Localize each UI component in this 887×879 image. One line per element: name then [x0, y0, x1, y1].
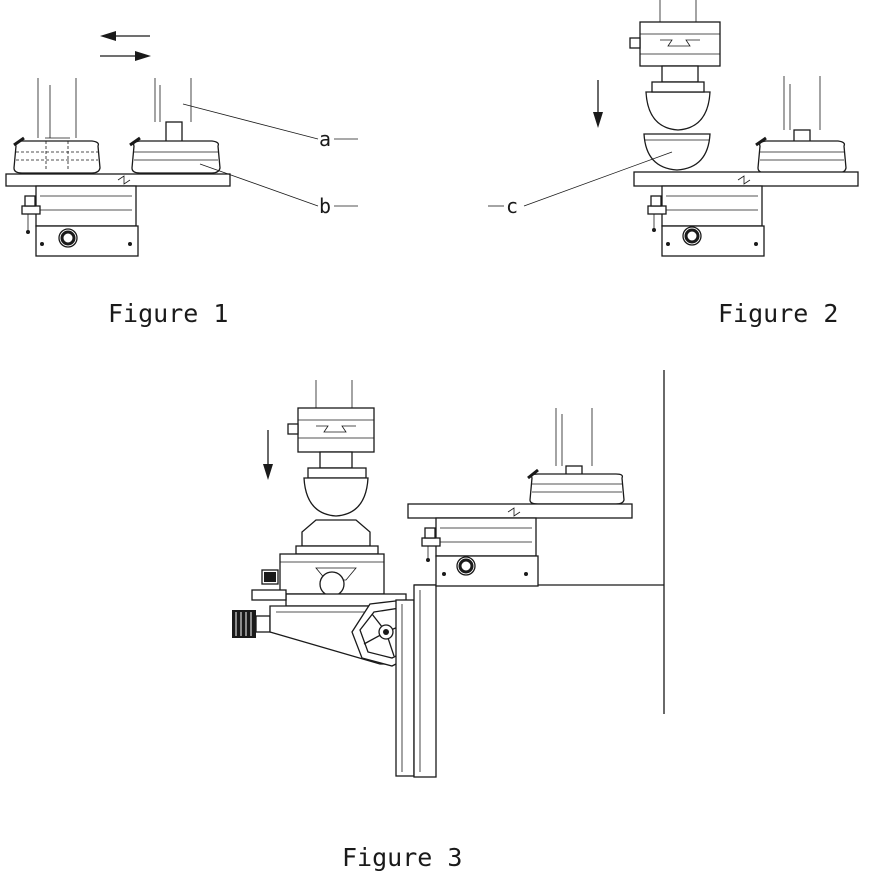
figure-2-caption: Figure 2 — [718, 299, 838, 328]
vertical-column — [395, 584, 437, 778]
spindle-right-2 — [783, 76, 821, 143]
spindle-right — [154, 78, 192, 143]
callout-c: c — [488, 151, 673, 218]
callout-a: a — [182, 103, 358, 151]
arrow-down-icon — [593, 80, 603, 128]
slide-base-3 — [421, 517, 539, 587]
figure-3: Figure 3 — [232, 370, 665, 872]
upper-cup — [645, 81, 711, 131]
callout-b: b — [199, 163, 358, 218]
specimen-holder-left — [13, 136, 101, 174]
specimen-holder-2 — [755, 136, 847, 174]
arrow-down-icon-3 — [263, 430, 273, 480]
lower-cup-c — [643, 133, 711, 171]
slide-plate — [5, 173, 231, 187]
slide-plate-2 — [633, 171, 859, 187]
vise-body — [251, 553, 407, 607]
upper-holder-3 — [287, 380, 375, 469]
slide-base-2 — [647, 185, 765, 257]
spindle-right-3 — [555, 408, 593, 477]
figure-1: a b Figure 1 — [5, 31, 358, 328]
slide-base — [21, 185, 139, 257]
specimen-holder-3 — [527, 468, 625, 505]
upper-holder — [629, 0, 721, 83]
figure-3-caption: Figure 3 — [342, 843, 462, 872]
callout-a-label: a — [319, 127, 331, 151]
specimen-holder-right — [129, 136, 221, 174]
knurled-knob-icon — [232, 610, 271, 638]
callout-b-label: b — [319, 194, 331, 218]
slide-plate-3 — [407, 503, 633, 519]
upper-cup-3 — [303, 467, 369, 517]
spindle-left — [37, 78, 77, 139]
figure-2: c Figure 2 — [488, 0, 859, 328]
figure-1-caption: Figure 1 — [108, 299, 228, 328]
cone-specimen — [295, 519, 379, 555]
double-arrow-left-right-icon — [100, 31, 151, 61]
callout-c-label: c — [506, 194, 518, 218]
